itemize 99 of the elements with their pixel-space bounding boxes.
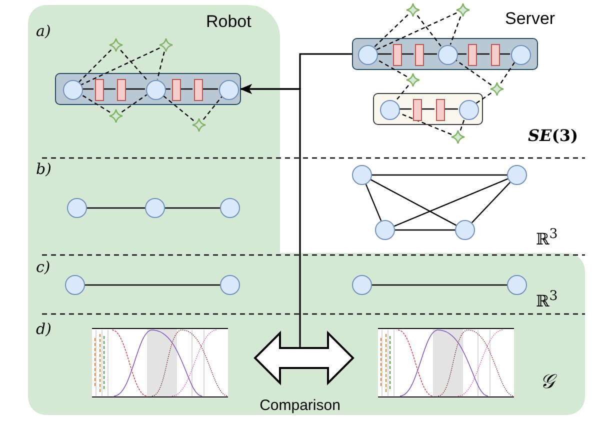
variable-circle <box>511 45 531 65</box>
variable-circle <box>220 198 240 218</box>
dashed-line <box>78 49 112 82</box>
dashed-line <box>156 52 165 80</box>
panel-letter: b) <box>36 162 52 177</box>
dashed-line <box>121 94 148 112</box>
variable-circle <box>507 275 527 295</box>
variable-circle <box>358 45 378 65</box>
region-title: Robot <box>206 13 252 30</box>
variable-circle <box>65 275 85 295</box>
line <box>102 88 116 90</box>
star-icon <box>192 118 206 132</box>
star-icon <box>406 73 420 87</box>
factor-box <box>172 79 180 101</box>
line <box>370 179 456 226</box>
dashed-line <box>454 59 492 86</box>
edge-label: Comparison <box>260 398 340 413</box>
dashed-line <box>376 12 457 50</box>
panel-title: Server <box>505 10 556 27</box>
space-label: ℝ$^{3}$ <box>536 228 558 248</box>
variable-circle <box>63 80 83 100</box>
line <box>87 207 145 209</box>
factor-box <box>116 79 126 101</box>
region-panel <box>28 5 280 255</box>
line <box>165 207 220 209</box>
star-icon <box>451 130 465 144</box>
line <box>165 88 170 90</box>
factor-box <box>194 79 202 101</box>
factor-box <box>490 44 500 66</box>
arrow <box>240 84 301 348</box>
dashed-line <box>416 15 442 46</box>
line <box>180 88 192 90</box>
star-icon <box>406 3 420 17</box>
line <box>372 174 507 176</box>
picture <box>92 328 228 398</box>
line <box>85 284 220 286</box>
factor-box <box>414 44 424 66</box>
line <box>457 53 466 55</box>
variable-circle <box>146 80 166 100</box>
variable-circle <box>352 275 372 295</box>
star-icon <box>159 38 173 52</box>
dashed-line <box>120 50 149 82</box>
line <box>400 53 414 55</box>
line <box>444 108 458 110</box>
double-arrow <box>254 330 354 386</box>
picture <box>378 328 514 398</box>
variable-circle <box>507 165 527 185</box>
variable-circle <box>459 100 479 120</box>
factor-box <box>94 79 104 101</box>
graph-panel <box>352 38 538 70</box>
variable-circle <box>438 45 458 65</box>
variable-circle <box>455 220 475 240</box>
variable-circle <box>219 80 239 100</box>
dashed-line <box>476 92 492 104</box>
line <box>124 88 145 90</box>
variable-circle <box>380 100 400 120</box>
panel-letter: a) <box>36 24 51 39</box>
factor-box <box>412 99 422 121</box>
dashed-line <box>162 94 194 122</box>
space-label: SE(3) <box>528 128 578 144</box>
line <box>377 53 392 55</box>
dashed-line <box>202 96 222 120</box>
panel-letter: d) <box>36 322 52 337</box>
line <box>394 178 508 227</box>
factor-box <box>468 44 476 66</box>
line <box>498 53 510 55</box>
dashed-line <box>394 85 409 102</box>
panel-letter: c) <box>36 260 50 275</box>
dashed-line <box>450 16 462 45</box>
graph-panel <box>373 93 483 125</box>
variable-circle <box>352 165 372 185</box>
factor-box <box>436 99 444 121</box>
dashed-line <box>374 14 408 48</box>
star-icon <box>490 82 504 96</box>
graph-panel <box>55 73 241 105</box>
variable-circle <box>145 198 165 218</box>
line <box>202 88 218 90</box>
line <box>422 53 437 55</box>
variable-circle <box>67 198 87 218</box>
variable-circle <box>375 220 395 240</box>
star-icon <box>109 38 123 52</box>
region-panel <box>28 253 585 415</box>
line <box>365 184 382 222</box>
factor-box <box>392 44 402 66</box>
star-icon <box>456 3 470 17</box>
line <box>399 108 412 110</box>
dashed-line <box>500 62 515 84</box>
dashed-line <box>80 47 160 86</box>
line <box>82 88 94 90</box>
line <box>476 53 490 55</box>
line <box>395 229 455 231</box>
line <box>471 182 511 224</box>
star-icon <box>109 109 123 123</box>
line <box>420 108 434 110</box>
dashed-line <box>460 118 466 131</box>
space-label: ℝ$^{3}$ <box>536 290 558 310</box>
variable-circle <box>220 275 240 295</box>
line <box>372 284 507 286</box>
dashed-line <box>80 94 110 113</box>
